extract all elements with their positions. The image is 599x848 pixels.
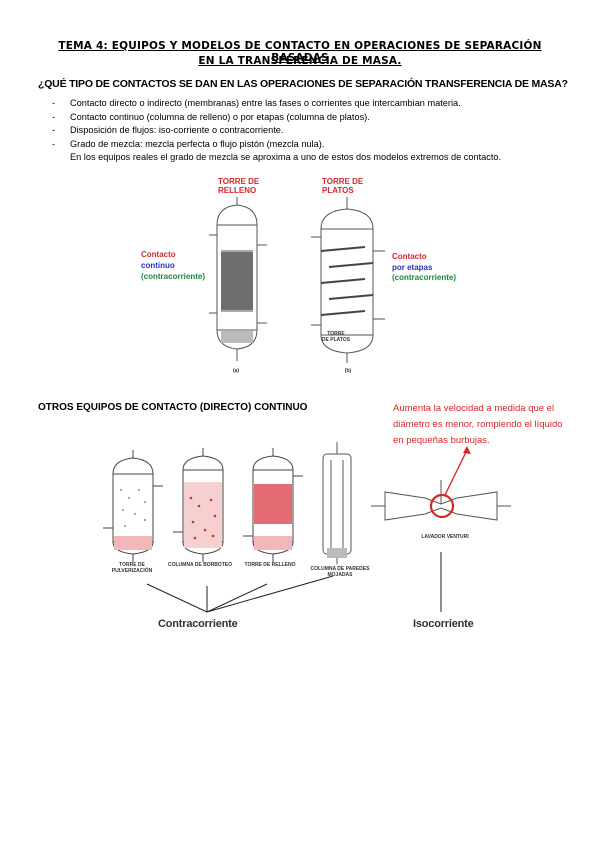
spray-tower-liquid: [114, 536, 152, 550]
venturi-annotation: Aumenta la velocidad a medida que el diá…: [393, 403, 563, 446]
liquid-sump: [221, 331, 253, 343]
wetted-wall-sump: [327, 548, 347, 558]
fig1-bottom-caption-1: TORRE: [327, 331, 345, 337]
bullet-list: -Contacto directo o indirecto (membranas…: [38, 97, 558, 165]
contracorriente-label: Contracorriente: [158, 618, 238, 630]
bullet-note: En los equipos reales el grado de mezcla…: [70, 152, 502, 162]
doc-title-line2: EN LA TRANSFERENCIA DE MASA.: [198, 55, 402, 67]
list-item: -Disposición de flujos: iso-corriente o …: [52, 125, 284, 135]
list-item: -Grado de mezcla: mezcla perfecta o fluj…: [52, 138, 325, 149]
venturi-caption: LAVADOR VENTURI: [421, 534, 469, 540]
fig1-right-label-1: Contacto: [392, 252, 427, 261]
annotation-pointer: [444, 449, 468, 496]
packing-section: [221, 252, 253, 310]
bubble-column-liquid: [184, 482, 222, 548]
annotation-arrowhead: [463, 446, 471, 454]
col4-caption: COLUMNA DE PAREDES MOJADAS: [310, 566, 370, 578]
list-item: -Contacto directo o indirecto (membranas…: [52, 98, 461, 108]
col3-caption: TORRE DE RELLENO: [244, 562, 296, 568]
question-heading: ¿QUÉ TIPO DE CONTACTOS SE DAN EN LAS OPE…: [38, 78, 568, 90]
fig1-right-label-3: (contracorriente): [392, 273, 457, 282]
list-item: -Contacto continuo (columna de relleno) …: [52, 111, 370, 122]
fig1-right-title-2: PLATOS: [322, 186, 354, 195]
fig1-left-label-1: Contacto: [141, 250, 176, 259]
col1-caption: TORRE DE PULVERIZACIÓN: [111, 562, 153, 574]
packed-tower-liquid: [254, 536, 292, 550]
fig1-bottom-caption-2: DE PLATOS: [321, 337, 351, 343]
contact-equipment-diagram: [103, 442, 511, 613]
fig1-right-title-1: TORRE DE: [322, 177, 364, 186]
isocorriente-label: Isocorriente: [413, 618, 474, 630]
doc-title-line1: TEMA 4: EQUIPOS Y MODELOS DE CONTACTO EN…: [58, 40, 542, 64]
towers-diagram: [209, 197, 385, 363]
fig1-left-title-2: RELLENO: [218, 186, 257, 195]
fig1-right-label-2: por etapas: [392, 263, 433, 272]
fig1-sub-a: (a): [232, 368, 240, 374]
col2-caption: COLUMNA DE BORBOTEO: [168, 562, 232, 568]
fig1-left-title-1: TORRE DE: [218, 177, 260, 186]
fig1-left-label-2: continuo: [141, 261, 175, 270]
venturi-throat-highlight: [429, 493, 455, 519]
fig1-left-label-3: (contracorriente): [141, 272, 206, 281]
section2-heading: OTROS EQUIPOS DE CONTACTO (DIRECTO) CONT…: [38, 402, 308, 413]
packing-bed: [254, 484, 292, 524]
fig1-sub-b: (b): [344, 368, 352, 374]
